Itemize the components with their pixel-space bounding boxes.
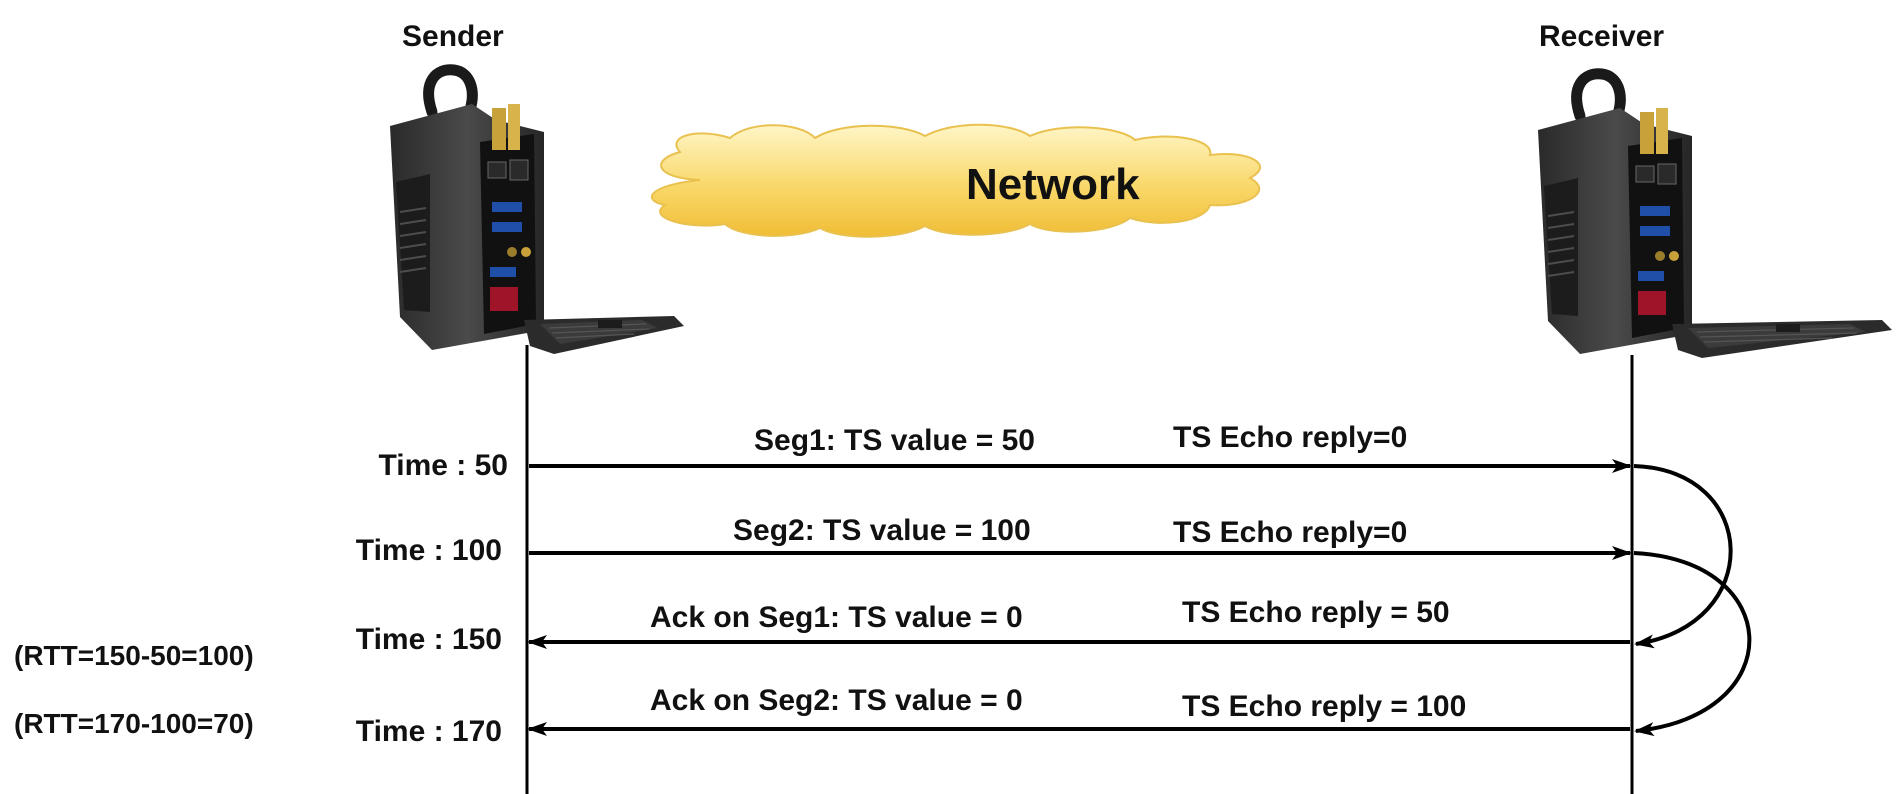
message-label: TS Echo reply = 50 bbox=[1182, 596, 1450, 629]
rtt-annotation: (RTT=150-50=100) bbox=[14, 640, 254, 671]
message-label: Ack on Seg2: TS value = 0 bbox=[650, 684, 1023, 717]
time-label: Time : 50 bbox=[378, 449, 508, 482]
message-label: TS Echo reply=0 bbox=[1173, 421, 1408, 454]
cloud-icon bbox=[651, 123, 1261, 238]
rtt-annotation: (RTT=170-100=70) bbox=[14, 708, 254, 739]
time-label: Time : 100 bbox=[355, 534, 502, 567]
laptop-icon bbox=[1538, 68, 1892, 358]
receiver-title: Receiver bbox=[1539, 20, 1665, 53]
network-label: Network bbox=[966, 160, 1140, 209]
message-label: Seg1: TS value = 50 bbox=[754, 424, 1035, 457]
message-label: Ack on Seg1: TS value = 0 bbox=[650, 601, 1023, 634]
message-label: Seg2: TS value = 100 bbox=[733, 514, 1031, 547]
message-label: TS Echo reply=0 bbox=[1173, 516, 1408, 549]
echo-curve-arrow bbox=[1633, 464, 1733, 649]
sender-title: Sender bbox=[402, 20, 504, 53]
laptop-icon bbox=[390, 64, 684, 354]
message-label: TS Echo reply = 100 bbox=[1182, 690, 1467, 723]
time-label: Time : 150 bbox=[355, 623, 502, 656]
time-label: Time : 170 bbox=[355, 715, 502, 748]
echo-curve-arrow bbox=[1633, 551, 1752, 737]
